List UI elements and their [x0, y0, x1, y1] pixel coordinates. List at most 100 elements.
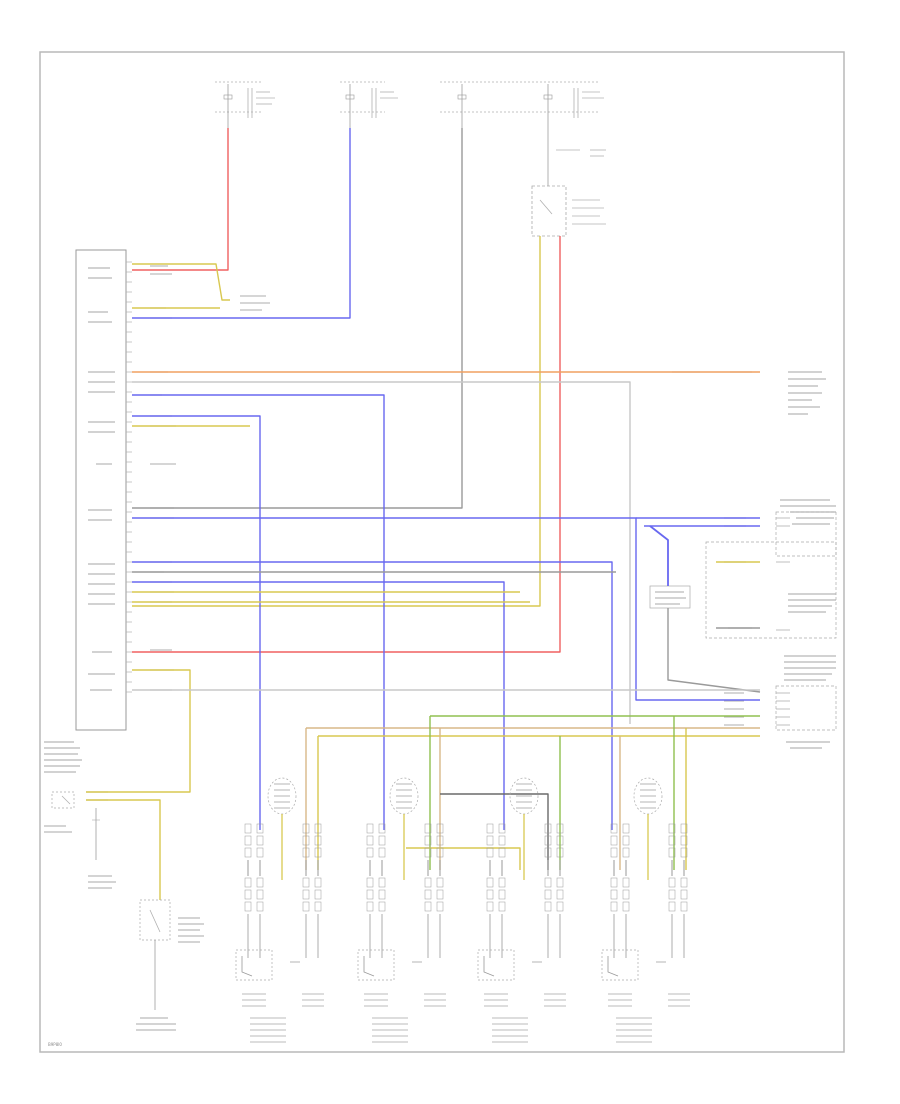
- connector-pin: [256, 835, 264, 846]
- connector-pin: [622, 901, 630, 912]
- fuse-block-3: [440, 81, 606, 157]
- wire-yellow-feed-1: [132, 263, 230, 301]
- connector-pin: [314, 823, 322, 834]
- connector-pin: [366, 889, 374, 900]
- connector-pin: [302, 889, 310, 900]
- connector-pin: [610, 889, 618, 900]
- right-component-labels: [780, 371, 836, 749]
- connector-pin: [378, 877, 386, 888]
- connector-pin: [498, 889, 506, 900]
- connector-pin: [556, 889, 564, 900]
- connector-pin: [314, 835, 322, 846]
- connector-pin: [302, 901, 310, 912]
- wire-blue-sensor-3: [132, 581, 505, 830]
- connector-pin: [314, 877, 322, 888]
- connector-pin: [366, 877, 374, 888]
- connector-pin: [436, 847, 444, 858]
- connector-pin: [302, 847, 310, 858]
- wire-blue-sensor-2: [132, 394, 385, 830]
- connector-pin: [244, 901, 252, 912]
- wire-red-relay: [132, 236, 561, 653]
- fuse-block-1: [215, 81, 275, 128]
- wire-blue-loop: [132, 517, 760, 701]
- connector-pin: [486, 889, 494, 900]
- connector-pin: [668, 901, 676, 912]
- connector-pin: [244, 847, 252, 858]
- connector-pin: [366, 901, 374, 912]
- connector-pin: [256, 823, 264, 834]
- connector-pin: [668, 877, 676, 888]
- connector-pin: [366, 847, 374, 858]
- connector-pin: [622, 877, 630, 888]
- connector-pin: [244, 877, 252, 888]
- connector-pin: [544, 823, 552, 834]
- connector-pin: [302, 877, 310, 888]
- connector-pin: [366, 835, 374, 846]
- wire-red-feed-1: [132, 128, 229, 271]
- connector-pin: [486, 835, 494, 846]
- sensor-housing: [601, 949, 639, 981]
- wire-dark-loop: [440, 793, 549, 870]
- connector-pin: [680, 877, 688, 888]
- connector-pin: [436, 901, 444, 912]
- junction-connector-box: [649, 585, 691, 609]
- connector-pin: [622, 823, 630, 834]
- connector-pin: [680, 847, 688, 858]
- connector-pin: [302, 823, 310, 834]
- connector-pin: [436, 889, 444, 900]
- connector-pin: [314, 889, 322, 900]
- connector-pin: [610, 877, 618, 888]
- diagram-frame: [39, 51, 845, 1053]
- connector-pin: [256, 877, 264, 888]
- connector-pin: [378, 835, 386, 846]
- wheel-sensor-groups: [235, 777, 690, 1043]
- wire-label-strokes: [86, 265, 752, 801]
- connector-pin: [244, 823, 252, 834]
- connector-pin: [680, 835, 688, 846]
- connector-pin: [668, 823, 676, 834]
- connector-pin: [622, 847, 630, 858]
- connector-pin: [680, 901, 688, 912]
- connector-pin: [244, 835, 252, 846]
- wire-blue-sensor-4: [132, 561, 613, 830]
- figure-id: B9P8I0: [48, 1042, 62, 1047]
- connector-pin: [668, 889, 676, 900]
- connector-pin: [424, 823, 432, 834]
- wire-yellow-cross: [406, 847, 521, 870]
- connector-pin: [544, 901, 552, 912]
- connector-pin: [610, 835, 618, 846]
- right-connectors: [705, 511, 837, 731]
- connector-pin: [424, 901, 432, 912]
- connector-pin: [668, 835, 676, 846]
- wire-gray-right-1: [132, 381, 631, 724]
- wire-yellow-relay: [132, 236, 541, 607]
- connector-pin: [544, 877, 552, 888]
- wire-yellow-switch-down: [86, 799, 161, 900]
- sensor-coil: [363, 956, 375, 977]
- connector-pin: [610, 901, 618, 912]
- connector-pin: [256, 847, 264, 858]
- wire-yellow-switch: [86, 669, 191, 793]
- wire-set: [86, 128, 761, 900]
- connector-pin: [436, 823, 444, 834]
- connector-pin: [378, 889, 386, 900]
- sensor-housing: [357, 949, 395, 981]
- wheel-sensor-group: [235, 777, 324, 1043]
- connector-pin: [378, 901, 386, 912]
- fuse-block-2: [340, 81, 398, 128]
- connector-pin: [556, 877, 564, 888]
- connector-pin: [556, 823, 564, 834]
- connector-pin: [436, 877, 444, 888]
- module-label-strokes: [44, 267, 115, 773]
- wire-gray-junction: [667, 608, 761, 693]
- sensor-housing: [235, 949, 273, 981]
- connector-pin: [556, 901, 564, 912]
- connector-pin: [378, 823, 386, 834]
- connector-pin: [622, 889, 630, 900]
- connector-pin: [498, 847, 506, 858]
- connector-pin: [668, 847, 676, 858]
- connector-pin: [314, 901, 322, 912]
- connector-pin: [424, 877, 432, 888]
